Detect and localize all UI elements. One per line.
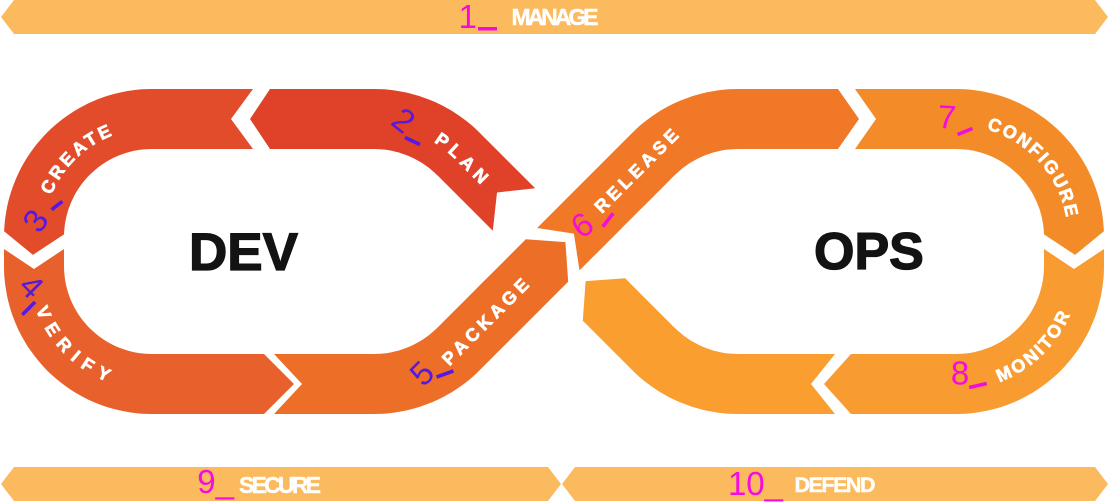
svg-text:OPS: OPS (814, 223, 924, 281)
svg-text:1: 1 (459, 0, 477, 35)
svg-text:MANAGE: MANAGE (512, 4, 599, 30)
svg-text:9_: 9_ (197, 463, 234, 500)
svg-text:10_: 10_ (728, 465, 784, 502)
svg-text:DEV: DEV (189, 223, 298, 282)
svg-text:SECURE: SECURE (239, 472, 321, 498)
svg-text:DEFEND: DEFEND (795, 473, 876, 497)
svg-text:7: 7 (937, 98, 957, 136)
svg-text:8: 8 (951, 354, 969, 391)
